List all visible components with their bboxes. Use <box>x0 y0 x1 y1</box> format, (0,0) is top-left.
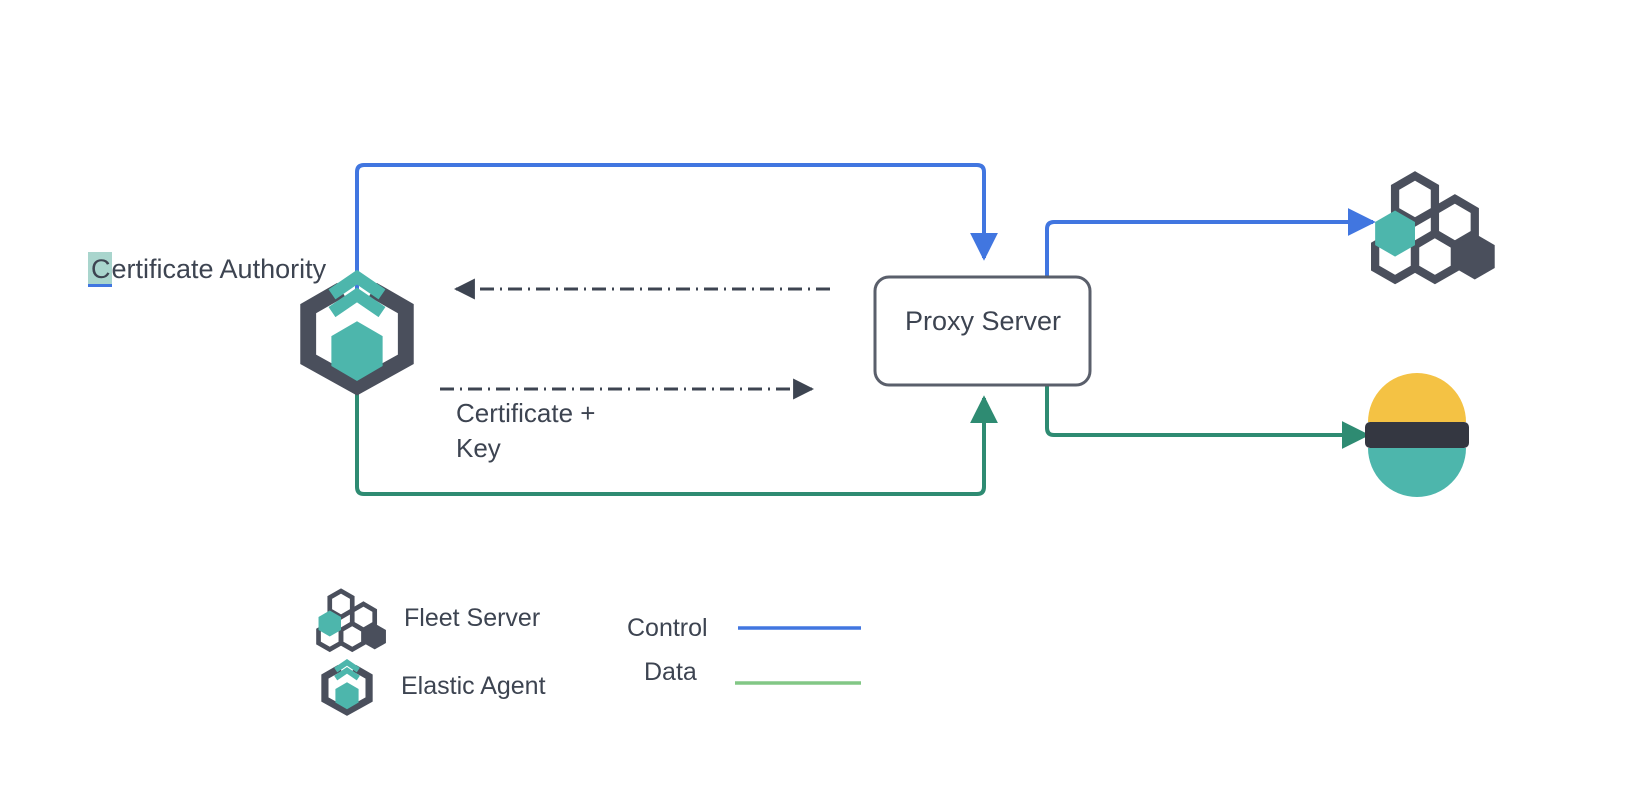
certificate-key-edge-label-line2: Key <box>456 433 501 463</box>
edge-data-agent-to-proxy <box>355 378 998 496</box>
legend-elastic-agent-icon <box>321 658 373 716</box>
certificate-key-edge-label-line1: Certificate + <box>456 398 596 428</box>
edge-control-proxy-to-fleet <box>1045 208 1376 277</box>
certificate-authority-label: Certificate Authority <box>88 252 327 287</box>
legend-data-label: Data <box>644 658 697 686</box>
certificate-key-edge-label: Certificate + Key <box>456 396 595 466</box>
legend-elastic-agent-label: Elastic Agent <box>401 672 546 700</box>
certificate-authority-label-rest: ertificate Authority <box>111 254 327 284</box>
edge-data-proxy-to-elasticsearch <box>1045 385 1370 449</box>
proxy-server-label: Proxy Server <box>904 306 1062 336</box>
legend-fleet-server-icon <box>316 588 386 653</box>
legend-fleet-server-label: Fleet Server <box>404 604 541 632</box>
legend-control-label: Control <box>627 614 708 642</box>
certificate-authority-label-highlight: C <box>88 252 112 287</box>
edge-control-agent-to-proxy <box>355 163 998 290</box>
proxy-server-box[interactable] <box>873 275 1092 387</box>
fleet-server-icon <box>1371 171 1495 285</box>
elasticsearch-icon <box>1365 373 1469 497</box>
elastic-agent-icon <box>300 269 414 396</box>
